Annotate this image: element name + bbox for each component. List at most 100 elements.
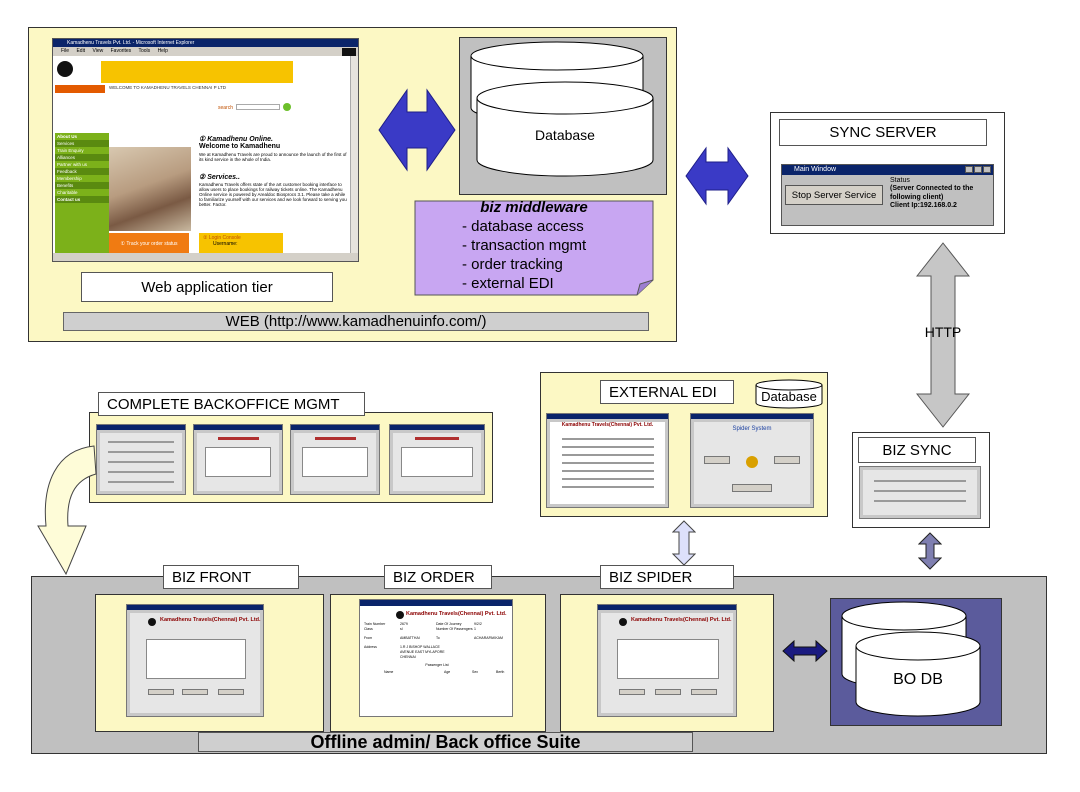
train-photo <box>109 147 191 231</box>
nav-train-enquiry[interactable]: Train Enquiry <box>57 148 84 153</box>
nav-alliances[interactable]: Alliances <box>55 154 109 161</box>
database-front-label: Database <box>535 127 595 143</box>
web-tier-caption: Web application tier <box>81 272 333 302</box>
nav-membership[interactable]: Membership <box>57 176 82 181</box>
biz-order-titlebar <box>360 600 512 606</box>
backoffice-screenshot-4 <box>389 424 485 495</box>
browser-title: Kamadhenu Travels Pvt. Ltd. - Microsoft … <box>67 40 195 46</box>
menu-favorites[interactable]: Favorites <box>110 48 132 54</box>
suite-footer-label: Offline admin/ Back office Suite <box>198 732 693 752</box>
site-services-heading: ② Services.. <box>199 174 240 181</box>
menu-view[interactable]: View <box>92 48 104 54</box>
sync-server-title: SYNC SERVER <box>779 119 987 146</box>
edi-screenshot-left: Kamadhenu Travels(Chennai) Pvt. Ltd. <box>546 413 669 508</box>
middleware-item-transaction-mgmt: - transaction mgmt <box>462 237 587 254</box>
bo-db-cylinder-front: BO DB <box>855 631 981 717</box>
order-passenger-list: Passenger List <box>425 663 449 667</box>
middleware-item-external-edi: - external EDI <box>462 275 554 292</box>
backoffice-suite-arrow <box>37 445 97 576</box>
biz-spider-logo-icon <box>619 618 627 626</box>
site-search-label: search <box>218 105 234 111</box>
biz-front-window-title: Kamadhenu Travels(Chennai) Pvt. Ltd. <box>160 617 261 623</box>
site-welcome-heading: Welcome to Kamadhenu <box>199 143 281 150</box>
bo-db-label: BO DB <box>893 671 943 688</box>
biz-sync-bodb-arrow <box>918 532 942 570</box>
sync-window-titlebar: Main Window <box>782 165 993 175</box>
biz-order-screenshot: Kamadhenu Travels(Chennai) Pvt. Ltd. Tra… <box>359 599 513 717</box>
middleware-item-order-tracking: - order tracking <box>462 256 563 273</box>
http-arrow <box>916 242 970 428</box>
web-url-banner: WEB (http://www.kamadhenuinfo.com/) <box>63 312 649 331</box>
biz-order-title: BIZ ORDER <box>384 565 492 589</box>
middleware-item-database-access: - database access <box>462 218 584 235</box>
nav-contact-us[interactable]: Contact us <box>55 196 109 203</box>
browser-scrollbar[interactable] <box>350 56 358 253</box>
menu-help[interactable]: Help <box>157 48 168 54</box>
web-sync-arrow <box>685 146 749 206</box>
spider-bodb-arrow <box>782 640 828 662</box>
backoffice-title: COMPLETE BACKOFFICE MGMT <box>98 392 365 416</box>
biz-front-logo-icon <box>148 618 156 626</box>
biz-order-logo-icon <box>396 611 404 619</box>
site-intro-text: We at Kamadhenu Travels are proud to ann… <box>199 152 347 162</box>
window-maximize-icon[interactable] <box>974 166 982 173</box>
edi-screenshot-right: Spider System <box>690 413 814 508</box>
spider-icon <box>746 456 758 468</box>
site-search-input[interactable] <box>236 104 280 110</box>
menu-tools[interactable]: Tools <box>138 48 151 54</box>
stop-server-button[interactable]: Stop Server Service <box>785 185 883 205</box>
browser-statusbar <box>53 253 358 261</box>
backoffice-screenshot-1 <box>96 424 186 495</box>
biz-sync-title: BIZ SYNC <box>858 437 976 463</box>
browser-titlebar: Kamadhenu Travels Pvt. Ltd. - Microsoft … <box>53 39 358 47</box>
track-order-button[interactable]: ① Track your order status <box>109 233 189 255</box>
browser-screenshot: Kamadhenu Travels Pvt. Ltd. - Microsoft … <box>52 38 359 262</box>
sync-status-text: (Server Connected to the following clien… <box>890 185 974 209</box>
site-left-nav: About Us Services Train Enquiry Alliance… <box>55 133 109 253</box>
nav-feedback[interactable]: Feedback <box>55 168 109 175</box>
external-edi-title: EXTERNAL EDI <box>600 380 734 404</box>
biz-front-title: BIZ FRONT <box>163 565 299 589</box>
browser-throbber <box>342 48 356 56</box>
bo-db-cylinders: BO DB <box>841 601 981 717</box>
nav-charitable[interactable]: Charitable <box>57 190 78 195</box>
biz-sync-screenshot <box>859 466 981 519</box>
edi-suite-arrow <box>672 520 696 566</box>
http-label: HTTP <box>924 324 962 340</box>
browser-menubar: File Edit View Favorites Tools Help <box>53 47 358 56</box>
biz-spider-title: BIZ SPIDER <box>600 565 734 589</box>
middleware-title: biz middleware <box>480 199 588 216</box>
window-close-icon[interactable] <box>983 166 991 173</box>
site-services-text: Kamadhenu Travels offers state of the ar… <box>199 182 347 207</box>
web-db-arrow <box>378 88 456 172</box>
login-username-label: Username: <box>213 241 238 247</box>
backoffice-screenshot-2 <box>193 424 283 495</box>
nav-about-us[interactable]: About Us <box>57 134 77 139</box>
site-logo-icon <box>57 61 73 77</box>
biz-spider-screenshot: Kamadhenu Travels(Chennai) Pvt. Ltd. <box>597 604 737 717</box>
database-cylinders: Database Database <box>470 41 654 177</box>
biz-spider-window-title: Kamadhenu Travels(Chennai) Pvt. Ltd. <box>631 617 732 623</box>
menu-file[interactable]: File <box>61 48 70 54</box>
biz-front-screenshot: Kamadhenu Travels(Chennai) Pvt. Ltd. <box>126 604 264 717</box>
nav-benefits[interactable]: Benefits <box>55 182 109 189</box>
backoffice-screenshot-3 <box>290 424 380 495</box>
menu-edit[interactable]: Edit <box>76 48 86 54</box>
external-edi-database: Database <box>755 379 823 409</box>
window-minimize-icon[interactable] <box>965 166 973 173</box>
nav-services[interactable]: Services <box>55 140 109 147</box>
database-cylinder-front: Database <box>476 81 654 177</box>
nav-partner[interactable]: Partner with us <box>57 162 88 167</box>
site-nav-top <box>55 85 105 93</box>
site-search-go-icon[interactable] <box>283 103 291 111</box>
spider-system-title: Spider System <box>732 426 772 432</box>
sync-server-window: Main Window Stop Server Service Status (… <box>781 164 994 226</box>
edi-left-title: Kamadhenu Travels(Chennai) Pvt. Ltd. <box>561 422 654 428</box>
sync-status-label: Status <box>890 177 910 184</box>
biz-order-window-title: Kamadhenu Travels(Chennai) Pvt. Ltd. <box>406 611 507 617</box>
